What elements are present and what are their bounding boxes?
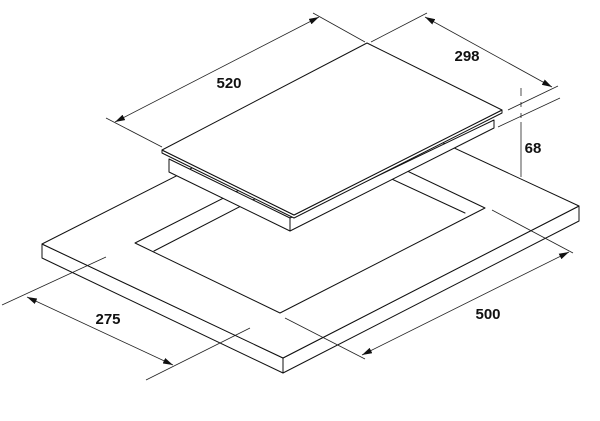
label-275: 275: [95, 311, 120, 328]
dimension-500: 500: [284, 209, 574, 360]
dimension-line-298: [424, 16, 553, 88]
dimension-68: 68: [497, 88, 561, 177]
label-500: 500: [475, 306, 500, 323]
dimension-line-500: [361, 251, 570, 356]
label-68: 68: [525, 140, 542, 157]
dimension-520: 520: [105, 12, 366, 148]
dimension-275: 275: [1, 256, 251, 381]
label-520: 520: [216, 75, 241, 92]
dimension-298: 298: [370, 12, 559, 111]
dimension-line-275: [26, 296, 174, 366]
label-298: 298: [454, 48, 479, 65]
dimension-line-520: [114, 16, 320, 123]
